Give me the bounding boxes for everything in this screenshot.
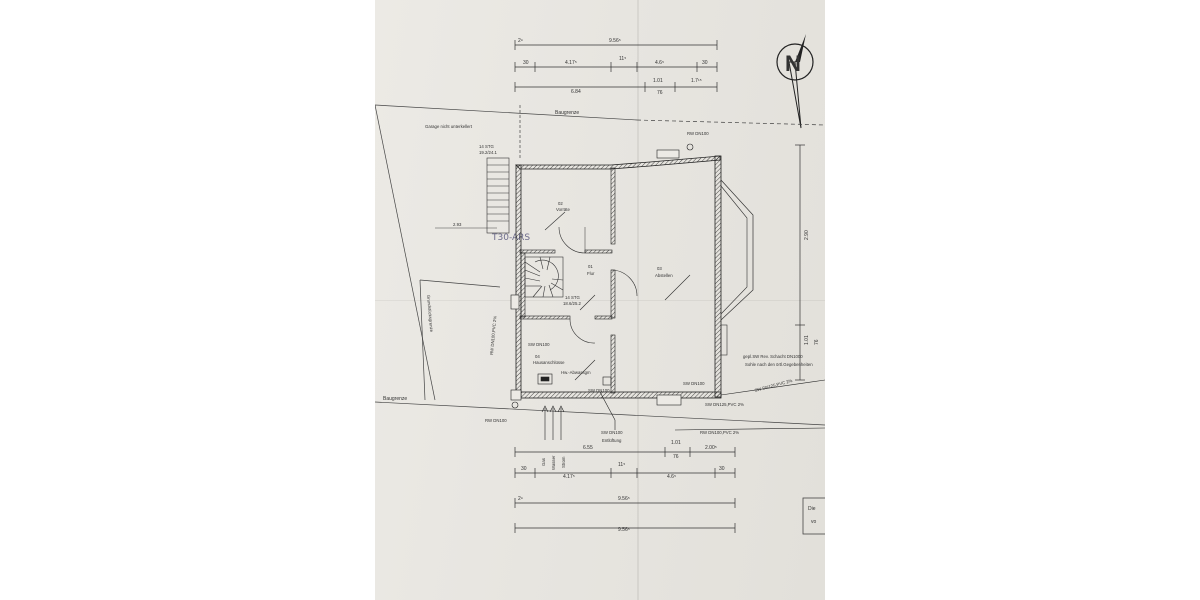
- dim-bottom-seg-g: 11⁵: [618, 462, 625, 468]
- label-stair-mid-1: 14 STG: [565, 295, 580, 300]
- dim-bottom-seg-i: 30: [719, 466, 725, 472]
- room-01-name: Flur: [587, 271, 595, 276]
- right-box-text-2: vo: [811, 519, 817, 525]
- label-hw-abw: Hw.-Abwassgm: [561, 370, 591, 375]
- dim-bottom-seg-f: 4.17⁵: [563, 474, 575, 480]
- label-sw-dn100-c: SW DN100: [588, 388, 610, 393]
- outer-stair: [486, 157, 510, 234]
- dim-bottom-seg-b: 1.01: [671, 440, 681, 446]
- inner-stair: [524, 256, 564, 298]
- room-04-number: 04: [535, 354, 540, 359]
- dim-bottom-seg-e: 30: [521, 466, 527, 472]
- dim-top-seg-c: 11⁵: [619, 56, 626, 62]
- label-sw-pvc-2: SW DN125,PVC 2%: [705, 402, 744, 407]
- dim-bottom-overall-2: 9.56⁵: [618, 527, 630, 533]
- label-grenze: Grundstücksgrenze: [426, 295, 434, 333]
- room-02-number: 02: [558, 201, 563, 206]
- label-garage-dim: 2.93: [453, 222, 462, 227]
- floor-plan-drawing: 2⁹ 9.56⁵ 30 4.17⁵ 11⁵ 4.6⁵ 30 6.84 1.01 …: [375, 34, 825, 535]
- dim-bottom-seg-c: 76: [673, 454, 679, 460]
- dim-bottom-left-marker: 2⁹: [518, 496, 523, 502]
- room-04-name: Hausanschlüsse: [533, 360, 565, 365]
- handwritten-note: T30-ARS: [491, 233, 530, 243]
- dim-top-seg-h: 76: [657, 90, 663, 96]
- label-wasser: Wasser: [551, 455, 556, 470]
- dim-top-seg-g: 1.01: [653, 78, 663, 84]
- right-dimension-chain: [795, 144, 805, 381]
- property-lines: [375, 104, 825, 426]
- dim-right-small: 1.01: [804, 335, 810, 345]
- label-stair-top-2: 19.2/24.1: [479, 150, 498, 155]
- label-entlueftung: Entlüftung: [602, 438, 622, 443]
- dim-bottom-seg-a: 6.55: [583, 445, 593, 451]
- dim-top-seg-a: 30: [523, 60, 529, 66]
- north-arrow-icon: N: [776, 34, 814, 129]
- room-03-number: 03: [657, 266, 662, 271]
- dim-bottom-seg-d: 2.00⁵: [705, 445, 717, 451]
- label-sw-dn100-a: SW DN100: [528, 342, 550, 347]
- label-sohle: Sohle nach den örtl.Gegebenheiten: [745, 362, 813, 367]
- label-baugrenze-top: Baugrenze: [555, 110, 579, 116]
- building-walls: [510, 149, 754, 406]
- svg-text:N: N: [785, 51, 801, 76]
- dim-bottom-seg-h: 4.6⁵: [667, 474, 676, 480]
- top-dimension-chains: [514, 40, 718, 92]
- label-revision: gepl.SW Rev. Schacht DN1000: [743, 354, 803, 359]
- dim-top-seg-f: 6.84: [571, 89, 581, 95]
- label-gas: Gas: [541, 458, 546, 466]
- dim-top-seg-i: 1.7¹⁵: [691, 78, 702, 84]
- right-edge-box: [802, 497, 825, 535]
- dim-top-left-marker: 2⁹: [518, 38, 523, 44]
- dim-bottom-overall-1: 9.56⁵: [618, 496, 630, 502]
- right-box-text-1: Die: [808, 506, 816, 512]
- label-sw-dn100-b: SW DN100: [683, 381, 705, 386]
- label-stair-top-1: 14 STG: [479, 144, 494, 149]
- dim-top-seg-d: 4.6⁵: [655, 60, 664, 66]
- dim-right-tiny: 76: [814, 339, 820, 345]
- room-01-number: 01: [588, 264, 593, 269]
- label-rw-pvc-bottom: RW DN100,PVC 2%: [700, 430, 739, 435]
- label-rw-dn100-top: RW DN100: [687, 131, 709, 136]
- label-rw-dn100-bottom: RW DN100: [485, 418, 507, 423]
- drawing-sheet: 2⁹ 9.56⁵ 30 4.17⁵ 11⁵ 4.6⁵ 30 6.84 1.01 …: [375, 0, 825, 600]
- label-sw-dn100-d: SW DN100: [601, 430, 623, 435]
- utility-fixtures: [511, 143, 825, 440]
- paper-fold: [637, 0, 639, 600]
- label-baugrenze-bottom: Baugrenze: [383, 396, 407, 402]
- label-strom: Strom: [561, 456, 566, 468]
- bottom-dimension-chains: [514, 447, 736, 533]
- label-stair-mid-2: 18.6/25.2: [563, 301, 582, 306]
- room-02-name: Vorräte: [556, 207, 570, 212]
- dim-top-seg-e: 30: [702, 60, 708, 66]
- label-rw-pvc-left: RW DN100,PVC 2%: [489, 316, 497, 356]
- dim-top-overall: 9.56⁵: [609, 38, 621, 44]
- dim-right-height: 2.90: [804, 230, 810, 240]
- paper-fold-horizontal: [375, 300, 825, 301]
- room-03-name: Abstellen: [655, 273, 673, 278]
- dim-top-seg-b: 4.17⁵: [565, 60, 577, 66]
- label-garage: Garage nicht unterkellert: [425, 124, 473, 129]
